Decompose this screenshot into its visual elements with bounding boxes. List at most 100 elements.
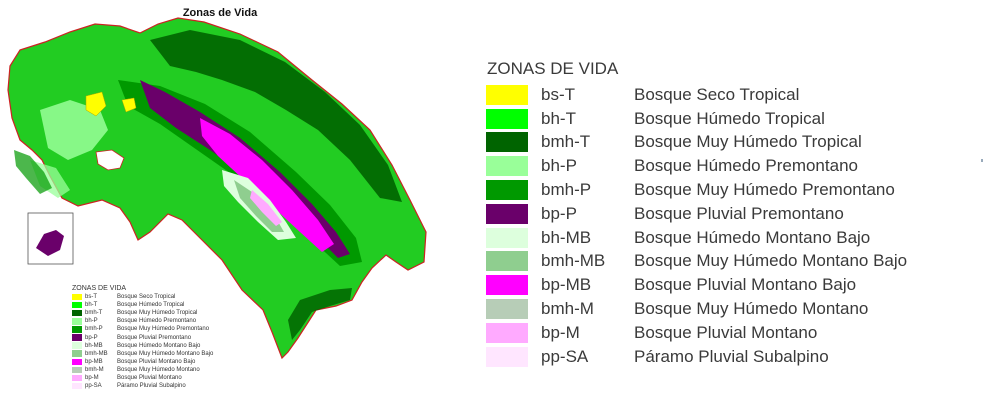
legend-swatch (486, 322, 528, 343)
legend-code: bh-P (85, 318, 98, 325)
legend-swatch (72, 342, 82, 349)
legend-label: Bosque Muy Húmedo Montano Bajo (634, 251, 908, 271)
legend-item: bh-T Bosque Húmedo Tropical (72, 301, 272, 309)
legend-swatch (72, 293, 82, 301)
legend-swatch (72, 382, 82, 390)
legend-swatch (486, 132, 528, 153)
legend-code: bh-T (85, 302, 98, 309)
legend-label: Bosque Húmedo Tropical (634, 108, 825, 128)
legend-label: Bosque Seco Tropical (634, 84, 800, 104)
legend-label: Bosque Pluvial Montano Bajo (634, 275, 857, 295)
zone-bmh-T (150, 30, 402, 202)
legend-item: bmh-P Bosque Muy Húmedo Premontano (486, 178, 981, 202)
legend-swatch (72, 374, 82, 382)
legend-code: bp-MB (85, 358, 103, 365)
legend-swatch (486, 156, 528, 177)
legend-label: Páramo Pluvial Subalpino (117, 383, 186, 390)
legend-code: bh-P (541, 156, 577, 176)
legend-label: Bosque Pluvial Montano Bajo (117, 358, 196, 365)
legend-swatch (72, 334, 82, 341)
legend-label: Bosque Húmedo Tropical (117, 302, 185, 309)
legend-swatch (72, 318, 82, 325)
legend-code: bp-MB (541, 275, 592, 295)
legend-item: pp-SA Páramo Pluvial Subalpino (486, 345, 981, 369)
legend-code: bp-M (85, 374, 99, 381)
cocos-island (36, 230, 64, 256)
small-legend-rows: bs-T Bosque Seco Tropical bh-T Bosque Húmed… (72, 293, 272, 390)
legend-label: Bosque Húmedo Premontano (634, 156, 858, 176)
legend-code: bmh-T (85, 310, 103, 317)
legend-label: Bosque Muy Húmedo Montano Bajo (117, 350, 214, 357)
legend-code: bs-T (85, 294, 97, 301)
legend-label: Bosque Húmedo Montano Bajo (634, 227, 871, 247)
legend-item: bmh-MB Bosque Muy Húmedo Montano Bajo (72, 350, 272, 358)
legend-swatch (486, 108, 528, 129)
legend-swatch (72, 358, 82, 366)
legend-label: Bosque Muy Húmedo Montano (117, 366, 200, 373)
legend-item: bp-MB Bosque Pluvial Montano Bajo (72, 358, 272, 366)
legend-item: bh-MB Bosque Húmedo Montano Bajo (486, 226, 981, 250)
legend-item: bp-M Bosque Pluvial Montano (486, 321, 981, 345)
legend-label: Bosque Muy Húmedo Tropical (634, 132, 862, 152)
legend-item: bs-T Bosque Seco Tropical (72, 293, 272, 301)
legend-code: bh-T (541, 108, 576, 128)
legend-label: Bosque Pluvial Montano (117, 374, 182, 381)
legend-label: Bosque Muy Húmedo Premontano (117, 326, 210, 333)
legend-code: bmh-P (85, 326, 103, 333)
legend-label: Bosque Muy Húmedo Montano (634, 299, 869, 319)
legend-label: Bosque Muy Húmedo Tropical (117, 310, 198, 317)
legend-code: bmh-P (541, 180, 592, 200)
legend-code: pp-SA (85, 383, 102, 390)
legend-item: bmh-P Bosque Muy Húmedo Premontano (72, 325, 272, 333)
legend-label: Bosque Seco Tropical (117, 294, 176, 301)
legend-swatch (486, 203, 528, 224)
legend-item: bp-MB Bosque Pluvial Montano Bajo (486, 273, 981, 297)
legend-label: Bosque Húmedo Montano Bajo (117, 342, 201, 349)
legend-label: Bosque Pluvial Montano (634, 322, 818, 342)
legend-swatch (486, 227, 528, 248)
zone-nicoya (14, 150, 52, 194)
legend-item: bh-P Bosque Húmedo Premontano (486, 154, 981, 178)
legend-swatch (72, 350, 82, 357)
zone-bmh-T-south (288, 288, 352, 340)
zone-bs-T (85, 91, 107, 117)
legend-swatch (486, 251, 528, 272)
legend-label: Bosque Muy Húmedo Premontano (634, 180, 895, 200)
legend-title: ZONAS DE VIDA (487, 59, 619, 78)
legend-label: Bosque Húmedo Premontano (117, 318, 197, 325)
legend-code: pp-SA (541, 346, 589, 366)
legend-swatch (486, 346, 528, 367)
legend-item: pp-SA Páramo Pluvial Subalpino (72, 382, 272, 390)
legend-item: bp-M Bosque Pluvial Montano (72, 374, 272, 382)
legend-code: bp-P (541, 203, 577, 223)
legend-swatch (72, 309, 82, 317)
zone-bh-P (40, 100, 108, 160)
stray-mark (981, 159, 983, 162)
legend-code: bmh-MB (85, 350, 108, 357)
legend-swatch (72, 326, 82, 333)
legend-swatch (72, 301, 82, 309)
legend-label: Bosque Pluvial Premontano (117, 334, 192, 341)
legend-code: bp-M (541, 322, 580, 342)
legend-code: bh-MB (85, 342, 103, 349)
legend-item: bmh-MB Bosque Muy Húmedo Montano Bajo (486, 250, 981, 274)
small-legend-title: ZONAS DE VIDA (72, 285, 127, 292)
legend-swatch (486, 275, 528, 296)
legend-code: bmh-T (541, 132, 591, 152)
legend-swatch (486, 299, 528, 320)
legend-item: bh-T Bosque Húmedo Tropical (486, 107, 981, 131)
legend-label: Bosque Pluvial Premontano (634, 203, 844, 223)
legend-label: Páramo Pluvial Subalpino (634, 346, 829, 366)
legend-code: bh-MB (541, 227, 592, 247)
legend-item: bh-MB Bosque Húmedo Montano Bajo (72, 342, 272, 350)
costa-rica-map (7, 17, 427, 360)
legend-code: bmh-MB (541, 251, 606, 271)
zone-bp-MB (200, 118, 334, 252)
